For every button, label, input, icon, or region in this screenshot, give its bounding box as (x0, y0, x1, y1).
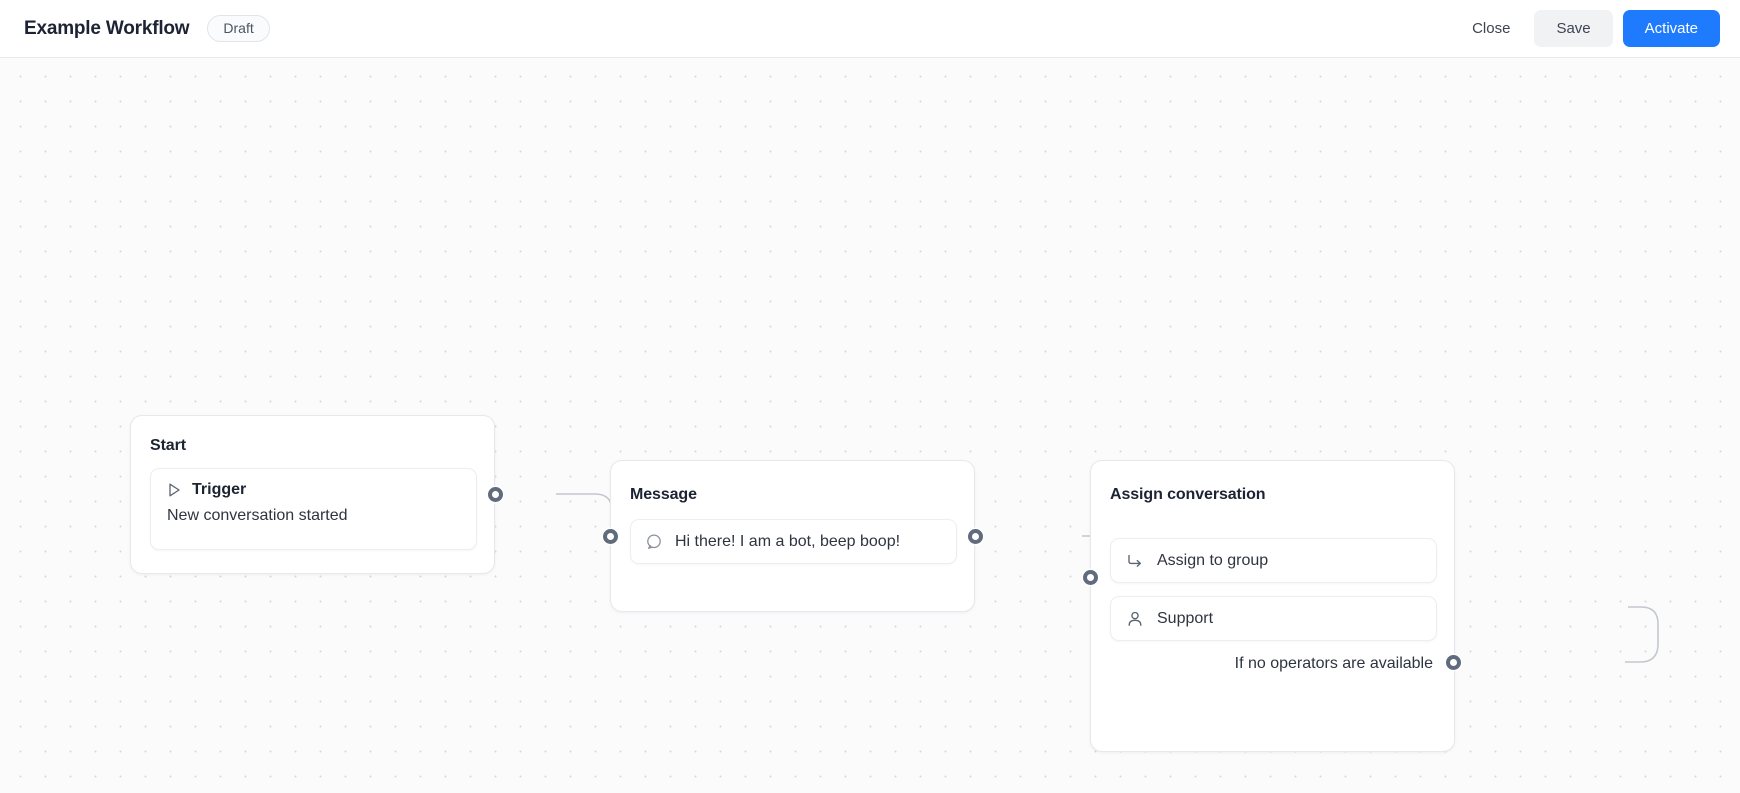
trigger-card[interactable]: Trigger New conversation started (150, 468, 477, 550)
node-message-title: Message (630, 486, 697, 503)
assign-to-group-card[interactable]: Assign to group (1110, 538, 1437, 583)
assignee-group-card[interactable]: Support (1110, 596, 1437, 641)
message-output-handle[interactable] (968, 529, 983, 544)
status-badge: Draft (207, 15, 270, 42)
trigger-description: New conversation started (167, 507, 348, 524)
assign-to-group-label: Assign to group (1157, 551, 1269, 569)
save-button[interactable]: Save (1534, 10, 1613, 47)
page-title: Example Workflow (24, 17, 190, 39)
arrow-turn-right-icon (1126, 552, 1144, 570)
fallback-label: If no operators are available (1234, 655, 1433, 672)
assign-fallback-output-handle[interactable] (1446, 655, 1461, 670)
trigger-label: Trigger (192, 481, 247, 498)
start-output-handle[interactable] (488, 487, 503, 502)
workflow-canvas[interactable]: Start Trigger New conversation started M… (0, 58, 1740, 793)
chat-bubble-icon (645, 533, 663, 551)
node-start[interactable]: Start Trigger New conversation started (130, 415, 495, 574)
message-bubble-text: Hi there! I am a bot, beep boop! (675, 532, 901, 550)
node-start-title: Start (150, 437, 186, 454)
trigger-header: Trigger (167, 481, 460, 499)
play-triangle-icon (167, 482, 182, 498)
message-input-handle[interactable] (603, 529, 618, 544)
node-message[interactable]: Message Hi there! I am a bot, beep boop! (610, 460, 975, 612)
user-icon (1126, 610, 1144, 628)
activate-button[interactable]: Activate (1622, 10, 1720, 47)
node-assign-conversation[interactable]: Assign conversation Assign to group Supp… (1090, 460, 1455, 752)
node-assign-title: Assign conversation (1110, 486, 1266, 503)
header-actions: Close Save Activate (1458, 10, 1720, 47)
assignee-group-label: Support (1157, 609, 1214, 627)
app-header: Example Workflow Draft Close Save Activa… (0, 0, 1740, 58)
close-button[interactable]: Close (1458, 11, 1524, 46)
assign-input-handle[interactable] (1083, 570, 1098, 585)
message-bubble-card[interactable]: Hi there! I am a bot, beep boop! (630, 519, 957, 564)
